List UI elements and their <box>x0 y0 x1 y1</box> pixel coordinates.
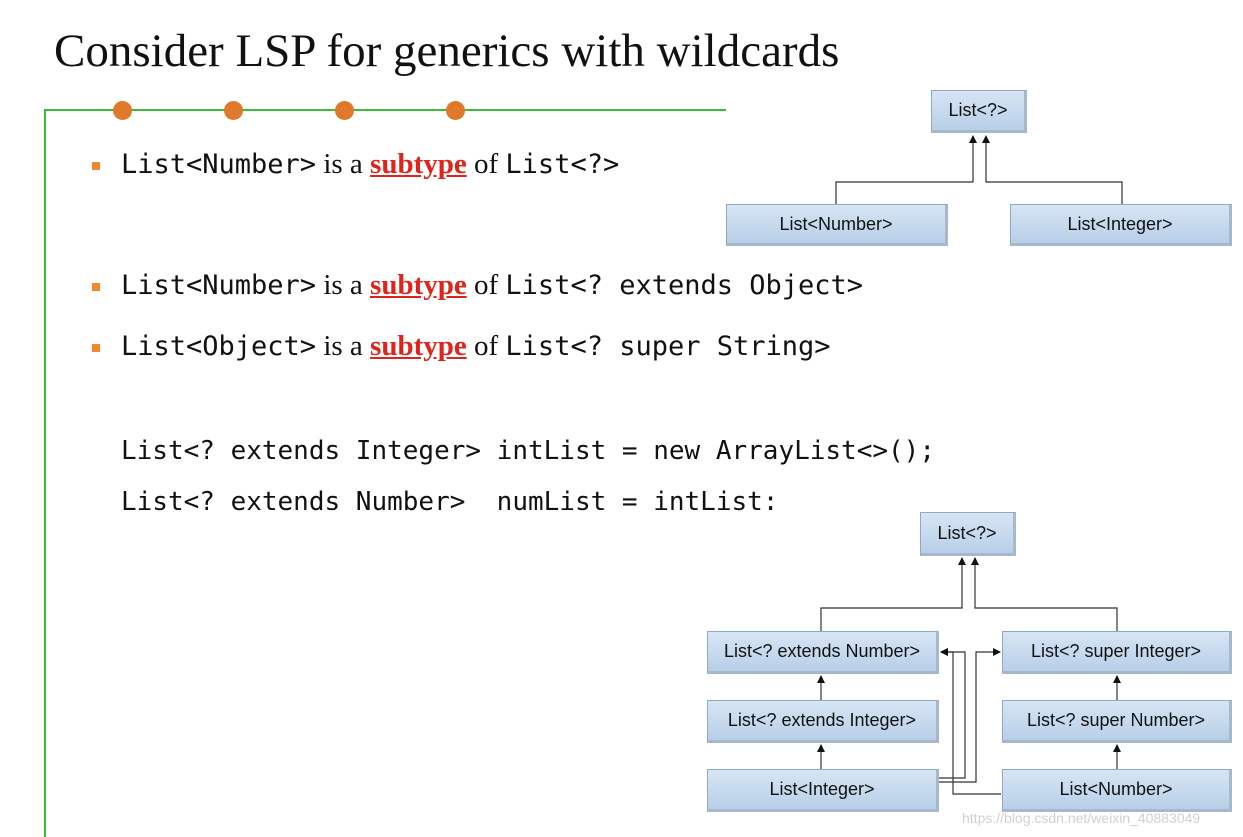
bullet-square-icon <box>92 162 100 170</box>
text: is a <box>323 269 363 301</box>
type-box-list-wildcard: List<?> <box>931 90 1027 133</box>
type-box-super-integer: List<? super Integer> <box>1002 631 1232 674</box>
decor-dot <box>335 101 354 120</box>
bullet-square-icon <box>92 344 100 352</box>
type-box-extends-integer: List<? extends Integer> <box>707 700 939 743</box>
title-rule-vertical <box>44 109 46 837</box>
text: of <box>474 269 499 301</box>
bullet-square-icon <box>92 283 100 291</box>
type-box-list-number: List<Number> <box>726 204 948 246</box>
type-box-list-integer: List<Integer> <box>1010 204 1232 246</box>
code-term: List<? super String> <box>505 331 831 362</box>
type-box-super-number: List<? super Number> <box>1002 700 1232 743</box>
type-box-extends-number: List<? extends Number> <box>707 631 939 674</box>
highlight-term: subtype <box>370 330 467 362</box>
code-term: List<Number> <box>121 149 317 180</box>
code-line: List<? extends Integer> intList = new Ar… <box>121 436 935 466</box>
text: of <box>474 330 499 362</box>
type-box-list-integer: List<Integer> <box>707 769 939 812</box>
highlight-term: subtype <box>370 148 467 180</box>
decor-dot <box>224 101 243 120</box>
code-term: List<?> <box>505 149 620 180</box>
watermark: https://blog.csdn.net/weixin_40883049 <box>962 810 1201 826</box>
text: of <box>474 148 499 180</box>
type-box-list-wildcard: List<?> <box>920 512 1016 556</box>
decor-dot <box>446 101 465 120</box>
code-term: List<Object> <box>121 331 317 362</box>
type-box-list-number: List<Number> <box>1002 769 1232 812</box>
code-term: List<Number> <box>121 270 317 301</box>
decor-dot <box>113 101 132 120</box>
highlight-term: subtype <box>370 269 467 301</box>
code-line: List<? extends Number> numList = intList… <box>121 487 779 517</box>
slide-title: Consider LSP for generics with wildcards <box>54 25 840 77</box>
text: is a <box>323 148 363 180</box>
code-term: List<? extends Object> <box>505 270 864 301</box>
text: is a <box>323 330 363 362</box>
title-rule-horizontal <box>44 109 726 111</box>
